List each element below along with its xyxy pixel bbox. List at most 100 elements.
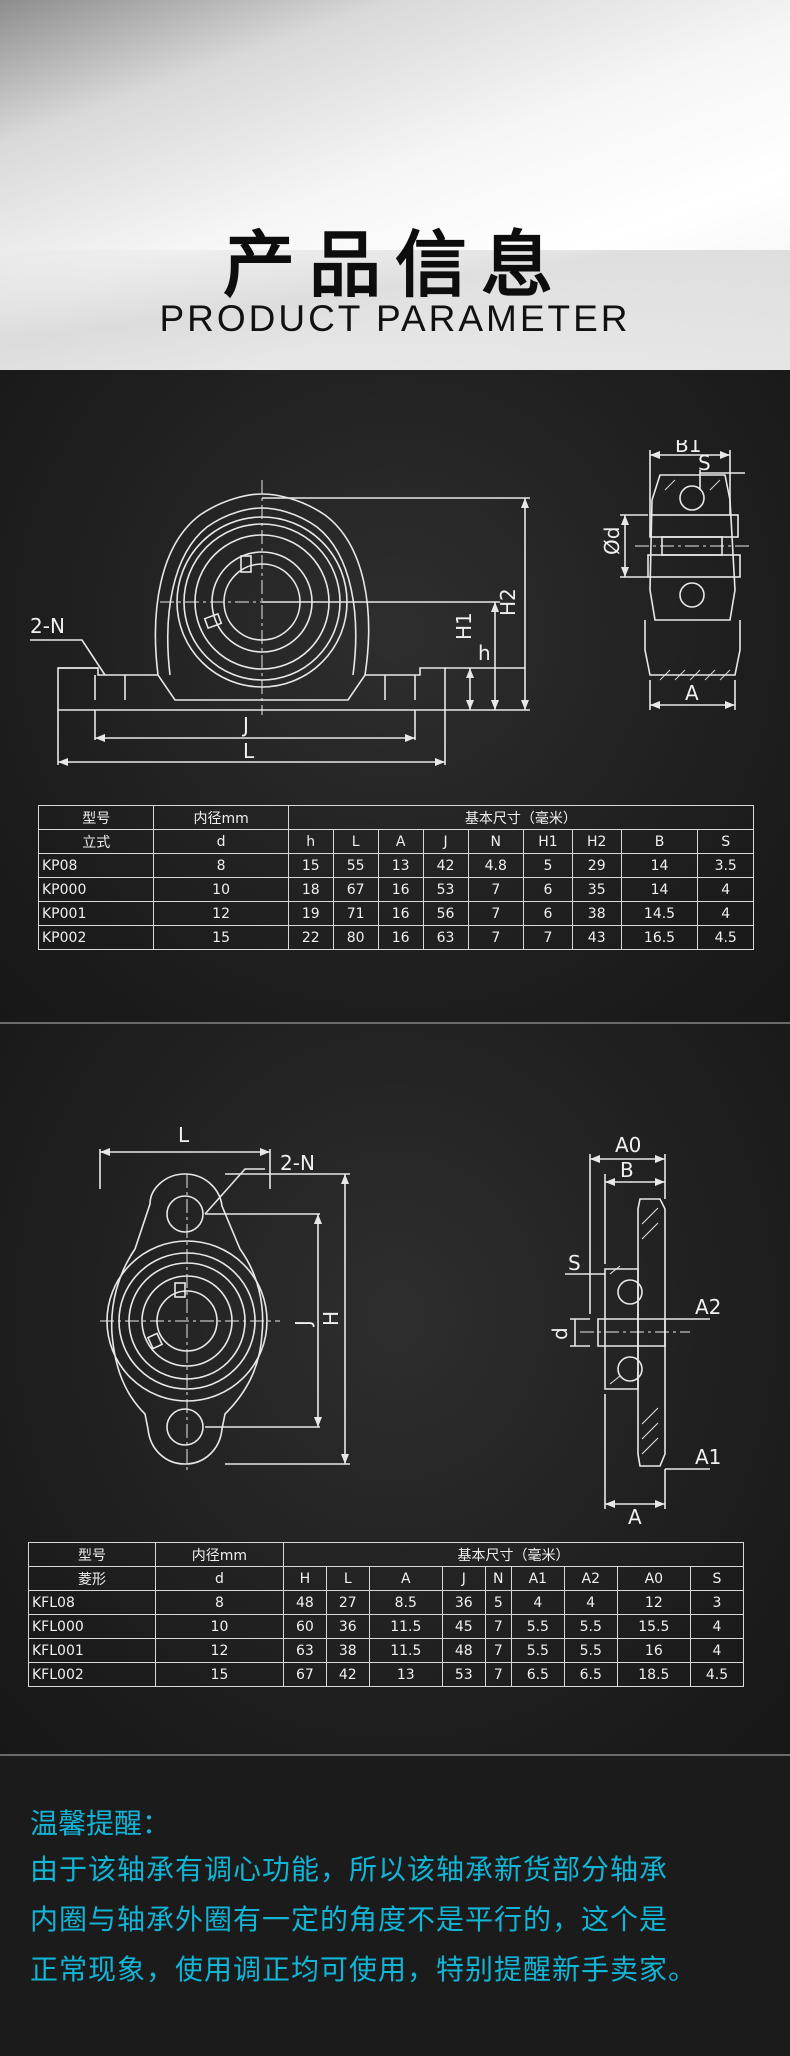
value-cell: 7: [484, 1638, 512, 1663]
model-cell: KFL000: [28, 1614, 156, 1639]
value-cell: 42: [325, 1662, 370, 1687]
value-cell: 6.5: [510, 1662, 565, 1687]
value-cell: 5.5: [510, 1638, 565, 1663]
value-cell: 36: [441, 1590, 486, 1615]
kp-label-b1: B1: [675, 440, 701, 457]
notice-line-3: 正常现象，使用调正均可使用，特别提醒新手卖家。: [30, 1953, 698, 1986]
value-cell: 3: [689, 1590, 745, 1615]
kfl-label-s: S: [568, 1251, 581, 1275]
kfl-label-j: J: [291, 1320, 315, 1328]
header-group: 基本尺寸（毫米）: [287, 805, 755, 830]
value-cell: 11.5: [368, 1638, 443, 1663]
kp-label-h2: H2: [496, 588, 520, 616]
value-cell: 38: [571, 901, 622, 926]
column-header: L: [325, 1566, 370, 1591]
value-cell: 4: [689, 1638, 745, 1663]
value-cell: 4: [563, 1590, 618, 1615]
model-cell: KP001: [37, 901, 155, 926]
value-cell: 16: [616, 1638, 691, 1663]
value-cell: 8.5: [368, 1590, 443, 1615]
value-cell: 56: [422, 901, 469, 926]
value-cell: 12: [616, 1590, 691, 1615]
value-cell: 4.5: [689, 1662, 745, 1687]
value-cell: 15: [287, 853, 334, 878]
kp-label-h1: H1: [452, 612, 476, 640]
value-cell: 7: [467, 877, 525, 902]
subheader-model: 立式: [37, 829, 155, 854]
value-cell: 45: [441, 1614, 486, 1639]
column-header: J: [422, 829, 469, 854]
value-cell: 16.5: [620, 925, 699, 950]
value-cell: 38: [325, 1638, 370, 1663]
value-cell: 35: [571, 877, 622, 902]
value-cell: 3.5: [697, 853, 754, 878]
value-cell: 60: [282, 1614, 327, 1639]
value-cell: 11.5: [368, 1614, 443, 1639]
kfl-label-a2: A2: [695, 1295, 721, 1319]
model-cell: KP002: [37, 925, 155, 950]
value-cell: 4: [689, 1614, 745, 1639]
column-header: h: [287, 829, 334, 854]
value-cell: 6.5: [563, 1662, 618, 1687]
kfl-label-a: A: [628, 1505, 642, 1529]
column-header: L: [332, 829, 379, 854]
value-cell: 15: [153, 925, 289, 950]
model-cell: KFL08: [28, 1590, 156, 1615]
column-header: N: [484, 1566, 512, 1591]
column-header: A: [377, 829, 424, 854]
kfl-label-a0: A0: [615, 1133, 641, 1157]
value-cell: 63: [282, 1638, 327, 1663]
value-cell: 42: [422, 853, 469, 878]
kfl-label-d: d: [550, 1327, 572, 1340]
model-cell: KP08: [37, 853, 155, 878]
kp-label-h: h: [478, 641, 491, 665]
kfl-label-n: 2-N: [280, 1151, 315, 1175]
column-header: A: [368, 1566, 443, 1591]
kfl-side-drawing: A0 B S d A2 A1 A: [550, 1133, 721, 1529]
header-bore: 内径mm: [153, 805, 289, 830]
value-cell: 18.5: [616, 1662, 691, 1687]
value-cell: 5.5: [510, 1614, 565, 1639]
value-cell: 63: [422, 925, 469, 950]
value-cell: 16: [377, 925, 424, 950]
value-cell: 4: [697, 901, 754, 926]
title-english: PRODUCT PARAMETER: [159, 298, 631, 339]
value-cell: 53: [422, 877, 469, 902]
value-cell: 6: [523, 877, 573, 902]
value-cell: 12: [153, 901, 289, 926]
value-cell: 36: [325, 1614, 370, 1639]
model-cell: KP000: [37, 877, 155, 902]
kp-label-n: 2-N: [30, 614, 65, 638]
value-cell: 67: [332, 877, 379, 902]
kp-label-l: L: [243, 739, 255, 763]
value-cell: 71: [332, 901, 379, 926]
section-divider-top: [0, 1022, 790, 1024]
value-cell: 13: [377, 853, 424, 878]
header-shade: [0, 250, 790, 370]
value-cell: 7: [467, 925, 525, 950]
header-model: 型号: [37, 805, 155, 830]
value-cell: 4.8: [467, 853, 525, 878]
title-chinese: 产品信息: [222, 223, 567, 307]
value-cell: 5.5: [563, 1614, 618, 1639]
kp-side-drawing: B1 S Ød A: [600, 440, 750, 710]
value-cell: 29: [571, 853, 622, 878]
header-banner: 产品信息 PRODUCT PARAMETER: [0, 0, 790, 370]
column-header: H2: [571, 829, 622, 854]
value-cell: 10: [153, 877, 289, 902]
kfl-label-b: B: [620, 1158, 634, 1182]
value-cell: 4: [697, 877, 754, 902]
column-header: S: [697, 829, 754, 854]
value-cell: 14.5: [620, 901, 699, 926]
kfl-label-a1: A1: [695, 1445, 721, 1469]
value-cell: 67: [282, 1662, 327, 1687]
